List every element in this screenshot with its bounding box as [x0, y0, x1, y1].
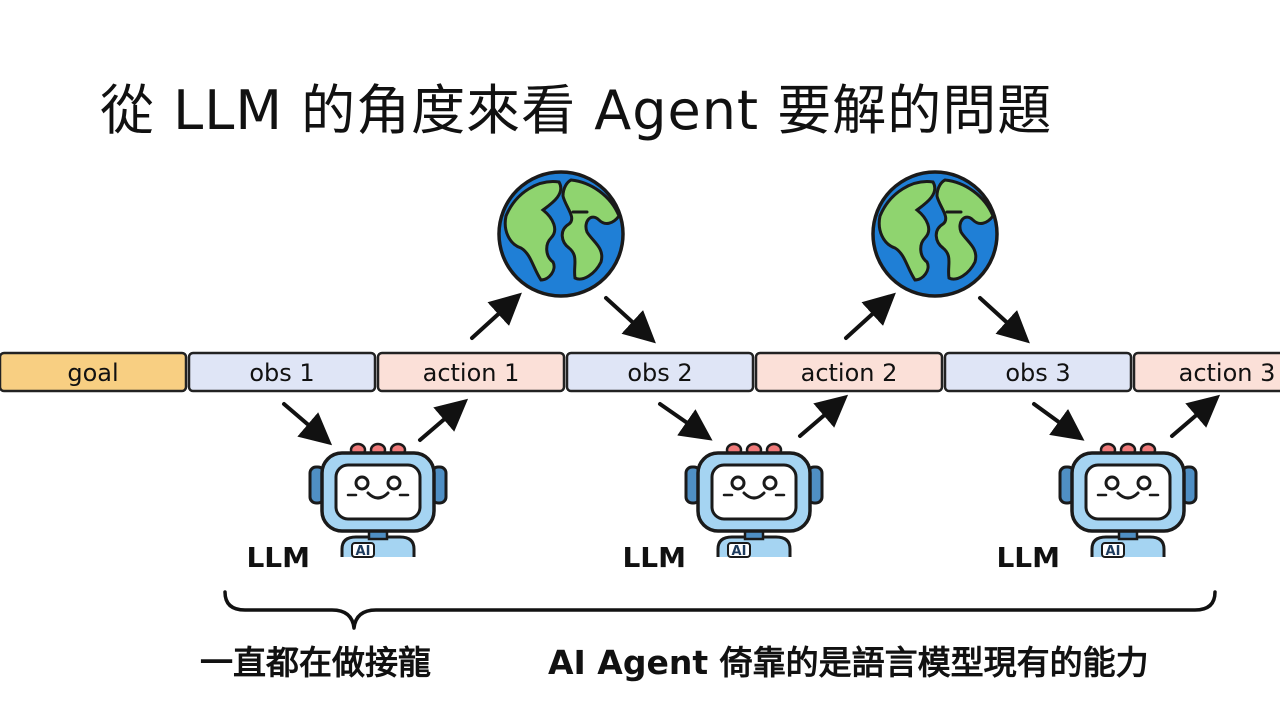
flow-arrow [604, 296, 656, 344]
llm-robot: AI LLM [622, 442, 824, 574]
globe-icon [871, 170, 999, 298]
cell-box [1132, 351, 1280, 393]
cell-box [754, 351, 944, 393]
cell-box [943, 351, 1133, 393]
flow-arrow [282, 402, 333, 446]
flow-arrow [1032, 402, 1085, 441]
sequence-cell-obs: obs 1 [187, 351, 377, 393]
caption-llm-capability: AI Agent 倚靠的是語言模型現有的能力 [548, 643, 1149, 682]
llm-robot: AI LLM [246, 442, 448, 574]
token-sequence: goal obs 1 action 1 obs 2 action 2 obs 3 actio… [0, 351, 1280, 393]
cell-label: obs 1 [249, 359, 314, 387]
sequence-cell-goal: goal [0, 351, 188, 393]
sequence-cell-obs: obs 2 [565, 351, 755, 393]
cell-label: obs 3 [1005, 359, 1070, 387]
robot-icon: AI [1058, 442, 1198, 559]
environment-globes [497, 170, 999, 298]
flow-arrow [418, 398, 469, 442]
llm-label: LLM [246, 541, 310, 574]
globe-icon [497, 170, 625, 298]
flow-arrow [978, 296, 1030, 344]
cell-label: action 3 [1179, 359, 1276, 387]
cell-label: action 1 [423, 359, 520, 387]
flow-arrows [282, 292, 1221, 446]
sequence-cell-action: action 1 [376, 351, 566, 393]
cell-box [0, 351, 188, 393]
cell-box [565, 351, 755, 393]
robot-badge: AI [356, 544, 371, 559]
flow-arrow [470, 292, 522, 340]
cell-label: action 2 [801, 359, 898, 387]
flow-arrow [844, 292, 896, 340]
robot-icon: AI [308, 442, 448, 559]
sequence-cell-obs: obs 3 [943, 351, 1133, 393]
sequence-cell-action: action 2 [754, 351, 944, 393]
sequence-cell-action: action 3 [1132, 351, 1280, 393]
llm-label: LLM [622, 541, 686, 574]
cell-label: goal [67, 359, 118, 387]
cell-label: obs 2 [627, 359, 692, 387]
llm-robots: AI LLM AI LLM AI LLM [246, 442, 1198, 574]
robot-icon: AI [684, 442, 824, 559]
flow-arrow [798, 394, 849, 438]
robot-badge: AI [732, 544, 747, 559]
cell-box [376, 351, 566, 393]
llm-robot: AI LLM [996, 442, 1198, 574]
cell-box [187, 351, 377, 393]
caption-autocomplete: 一直都在做接龍 [200, 643, 431, 682]
flow-arrow [658, 402, 713, 441]
robot-badge: AI [1106, 544, 1121, 559]
flow-arrow [1170, 394, 1221, 438]
page-title: 從 LLM 的角度來看 Agent 要解的問題 [100, 79, 1053, 142]
llm-label: LLM [996, 541, 1060, 574]
curly-brace [223, 590, 1217, 630]
